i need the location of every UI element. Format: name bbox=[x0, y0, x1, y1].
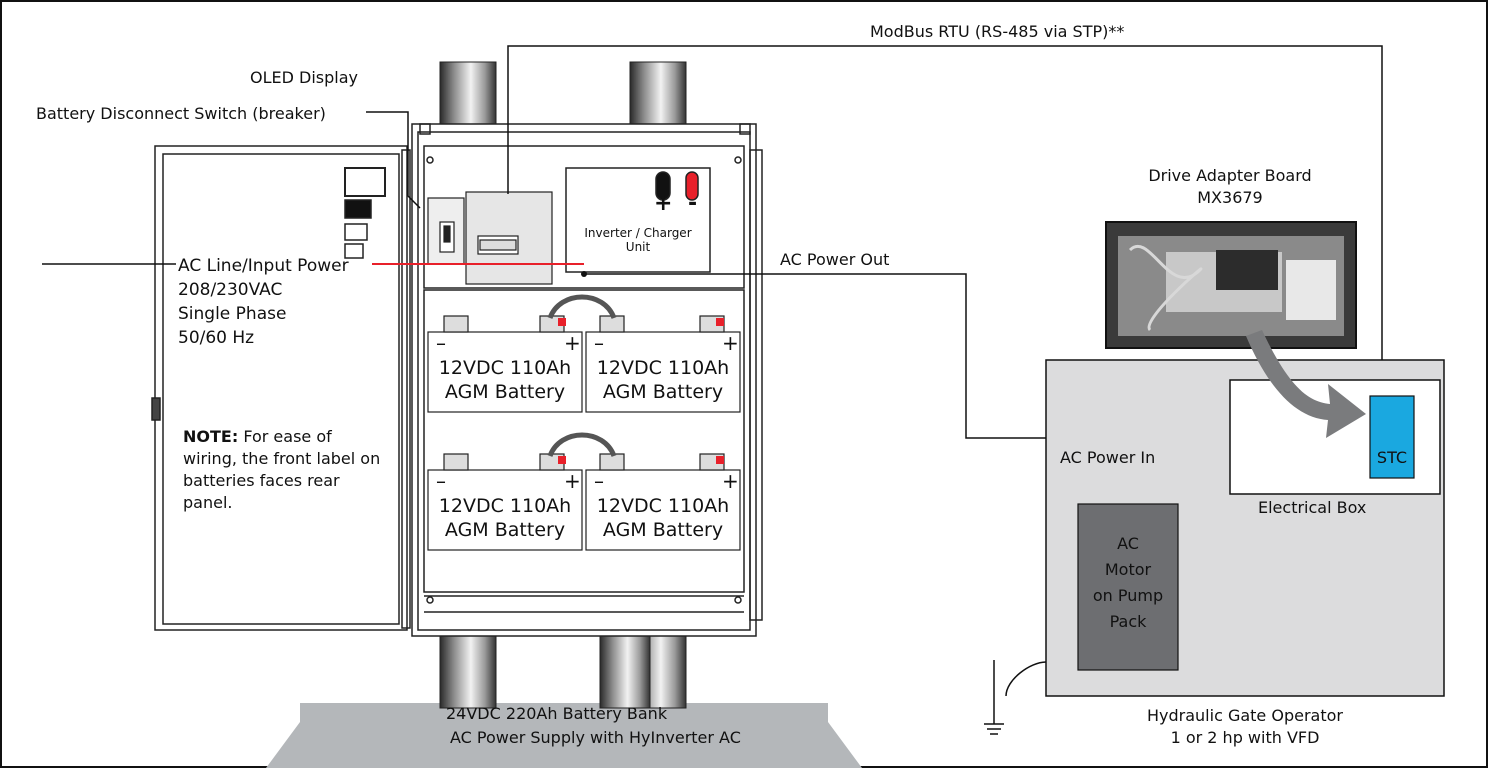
inverter-label-1: Inverter / Charger bbox=[584, 226, 692, 240]
battery-disconnect-label: Battery Disconnect Switch (breaker) bbox=[36, 104, 326, 123]
motor-label-4: Pack bbox=[1109, 612, 1147, 631]
svg-text:+: + bbox=[564, 331, 581, 355]
svg-text:+: + bbox=[722, 331, 739, 355]
svg-text:–: – bbox=[436, 331, 446, 355]
ac-out-dot bbox=[581, 271, 587, 277]
oled-display-unit bbox=[465, 191, 553, 285]
disconnect-leader bbox=[366, 111, 421, 209]
motor-label-2: Motor bbox=[1104, 560, 1152, 579]
mounting-poles bbox=[439, 61, 687, 709]
battery-1-type: AGM Battery bbox=[444, 381, 566, 403]
battery-2-rating: 12VDC 110Ah bbox=[596, 357, 730, 379]
battery-1: 12VDC 110Ah AGM Battery bbox=[428, 356, 582, 404]
ac-phase-label: Single Phase bbox=[178, 304, 287, 324]
inverter-plus-label: + bbox=[654, 191, 673, 216]
battery-2: 12VDC 110Ah AGM Battery bbox=[586, 356, 740, 404]
adapter-arrow bbox=[1246, 330, 1366, 438]
modbus-label: ModBus RTU (RS-485 via STP)** bbox=[870, 22, 1125, 41]
modbus-wire bbox=[507, 45, 1383, 400]
inverter-minus-label: - bbox=[688, 191, 698, 216]
motor-label-1: AC bbox=[1117, 534, 1139, 553]
note-text: For ease of wiring, the front label on b… bbox=[183, 427, 381, 512]
battery-disconnect-switch bbox=[427, 197, 465, 265]
battery-3-rating: 12VDC 110Ah bbox=[438, 495, 572, 517]
ac-supply-label: AC Power Supply with HyInverter AC bbox=[450, 728, 741, 747]
drive-adapter-label-2: MX3679 bbox=[1197, 188, 1263, 207]
battery-2-type: AGM Battery bbox=[602, 381, 724, 403]
door-note: NOTE: For ease of wiring, the front labe… bbox=[183, 426, 383, 514]
svg-text:–: – bbox=[594, 469, 604, 493]
note-heading: NOTE: bbox=[183, 427, 239, 446]
battery-4: 12VDC 110Ah AGM Battery bbox=[586, 494, 740, 542]
cabinet-door bbox=[151, 145, 411, 631]
motor-label-3: on Pump bbox=[1092, 586, 1164, 605]
battery-1-rating: 12VDC 110Ah bbox=[438, 357, 572, 379]
gate-operator-label-1: Hydraulic Gate Operator bbox=[1147, 706, 1343, 725]
oled-display-label: OLED Display bbox=[250, 68, 358, 87]
gate-operator-label-2: 1 or 2 hp with VFD bbox=[1170, 728, 1320, 747]
battery-3-type: AGM Battery bbox=[444, 519, 566, 541]
drive-adapter-label-1: Drive Adapter Board bbox=[1148, 166, 1312, 185]
stc-board bbox=[1369, 395, 1415, 479]
battery-bank-label: 24VDC 220Ah Battery Bank bbox=[446, 704, 668, 723]
ac-voltage-label: 208/230VAC bbox=[178, 280, 283, 300]
battery-4-type: AGM Battery bbox=[602, 519, 724, 541]
battery-bank-banner bbox=[266, 703, 862, 768]
svg-text:–: – bbox=[594, 331, 604, 355]
battery-4-rating: 12VDC 110Ah bbox=[596, 495, 730, 517]
ac-power-out-label: AC Power Out bbox=[780, 250, 890, 269]
battery-graphics: – + – + – + – + bbox=[427, 294, 741, 551]
ac-motor bbox=[1077, 503, 1179, 671]
svg-text:+: + bbox=[722, 469, 739, 493]
inverter-charger-unit bbox=[565, 167, 711, 273]
inverter-label-2: Unit bbox=[625, 240, 651, 254]
drive-adapter-board-photo bbox=[1105, 221, 1357, 349]
svg-text:+: + bbox=[564, 469, 581, 493]
ground-loop bbox=[1005, 661, 1047, 697]
battery-3: 12VDC 110Ah AGM Battery bbox=[428, 494, 582, 542]
ac-line-label: AC Line/Input Power bbox=[178, 256, 349, 276]
svg-text:–: – bbox=[436, 469, 446, 493]
ac-frequency-label: 50/60 Hz bbox=[178, 328, 255, 348]
electrical-box-label: Electrical Box bbox=[1258, 498, 1367, 517]
ac-power-in-label: AC Power In bbox=[1060, 448, 1156, 467]
stc-label: STC bbox=[1376, 448, 1408, 467]
